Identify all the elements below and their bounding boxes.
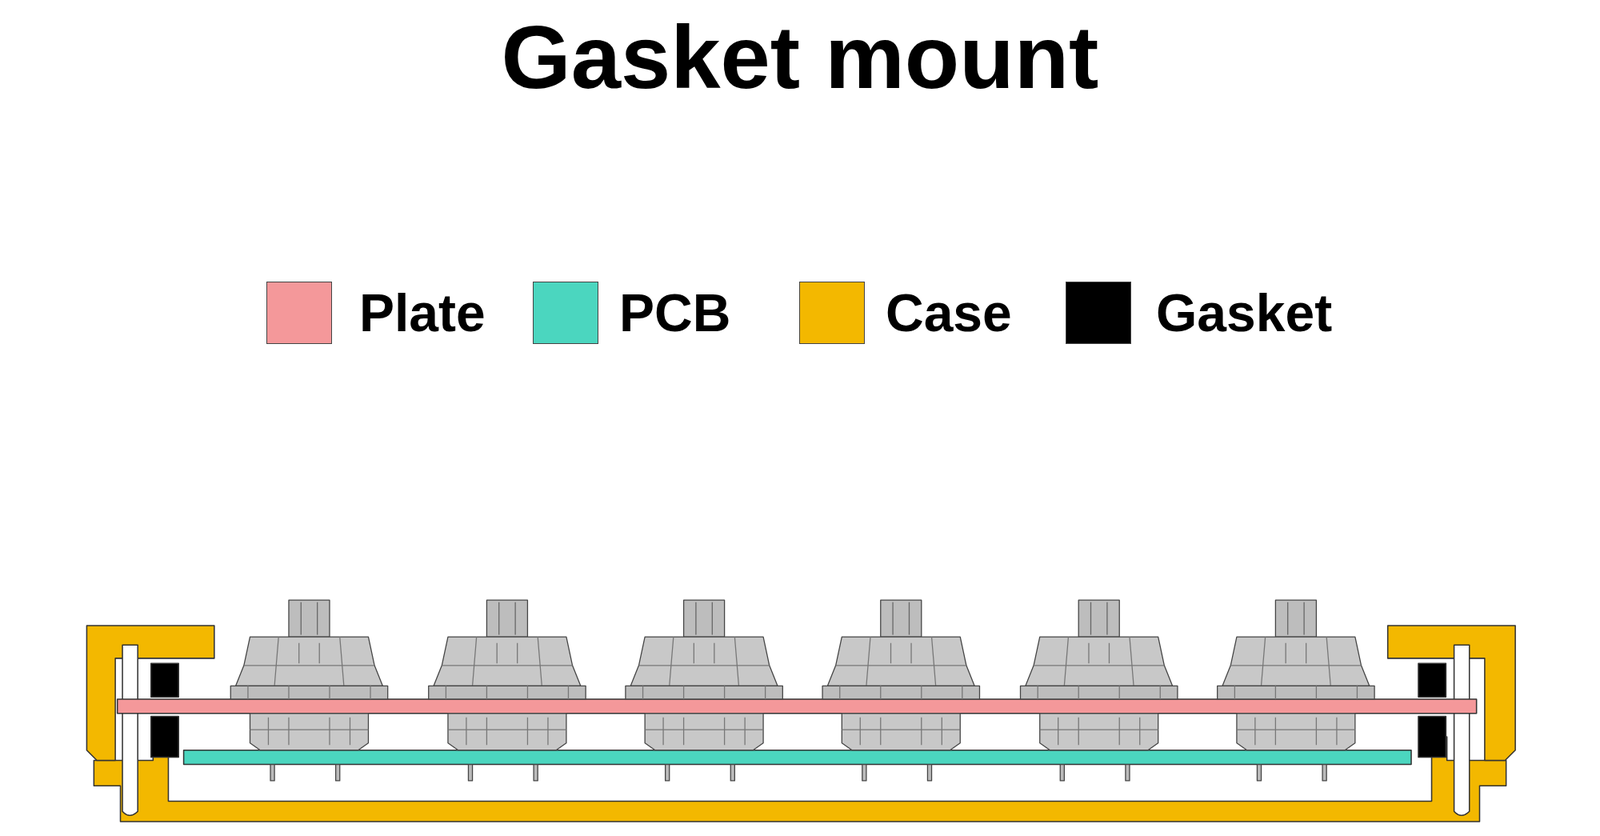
pcb	[184, 750, 1412, 765]
key-switch	[230, 600, 388, 781]
case-screw	[122, 644, 138, 816]
plate	[117, 699, 1477, 714]
key-switch	[1217, 600, 1375, 781]
gasket	[1418, 716, 1446, 758]
legend-swatch	[532, 281, 599, 344]
title: Gasket mount	[0, 8, 1600, 107]
key-switch	[428, 600, 586, 781]
legend-label: PCB	[619, 286, 731, 340]
case-top-right	[1388, 625, 1516, 760]
legend-swatch	[799, 281, 865, 344]
gasket	[151, 716, 179, 758]
key-switch	[625, 600, 783, 781]
legend-label: Gasket	[1156, 286, 1332, 340]
key-switch	[1020, 600, 1178, 781]
key-switch	[822, 600, 980, 781]
legend-swatch	[266, 281, 332, 344]
gasket	[1418, 663, 1446, 697]
legend-label: Case	[885, 286, 1012, 340]
case-screw	[1454, 644, 1470, 816]
gasket	[151, 663, 179, 697]
legend-label: Plate	[359, 286, 486, 340]
legend-swatch	[1065, 281, 1132, 344]
case-top-left	[86, 625, 214, 760]
